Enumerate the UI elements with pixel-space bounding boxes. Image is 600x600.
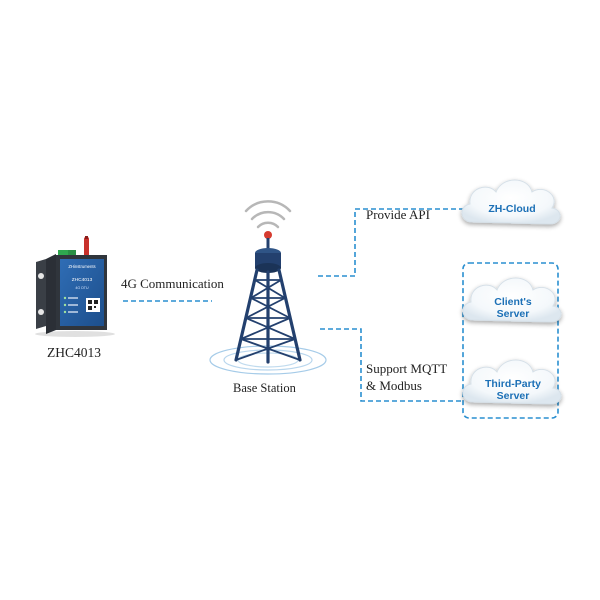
link-station-to-server-group [320, 328, 463, 402]
base-station-tower [209, 200, 327, 375]
device-screen-sub: 4G DTU [75, 286, 89, 290]
protocols-label-line1: Support MQTT [366, 361, 448, 376]
zh-cloud-label: ZH-Cloud [488, 203, 535, 215]
client-server-cloud: Client's Server [462, 277, 562, 323]
third-party-server-cloud: Third-Party Server [462, 359, 562, 405]
provide-api-label: Provide API [366, 207, 430, 222]
server-group-frame [462, 262, 559, 419]
connection-lines [123, 208, 559, 419]
client-server-label-line2: Server [497, 308, 530, 320]
zhc4013-device-image: ZHinstruments ZHC4013 4G DTU [35, 236, 115, 337]
zh-cloud: ZH-Cloud [461, 179, 561, 225]
signal-waves-icon [244, 200, 292, 229]
link-4g-communication-label: 4G Communication [121, 276, 224, 291]
third-party-label-line2: Server [497, 390, 530, 402]
link-station-to-zh-cloud [318, 208, 465, 277]
device-screen-brand: ZHinstruments [68, 264, 95, 269]
device-name-label: ZHC4013 [47, 345, 101, 360]
base-station-label: Base Station [233, 381, 296, 395]
third-party-label-line1: Third-Party [485, 378, 541, 390]
client-server-label-line1: Client's [494, 296, 532, 308]
protocols-label-line2: & Modbus [366, 378, 422, 393]
device-screen-model: ZHC4013 [72, 277, 93, 283]
